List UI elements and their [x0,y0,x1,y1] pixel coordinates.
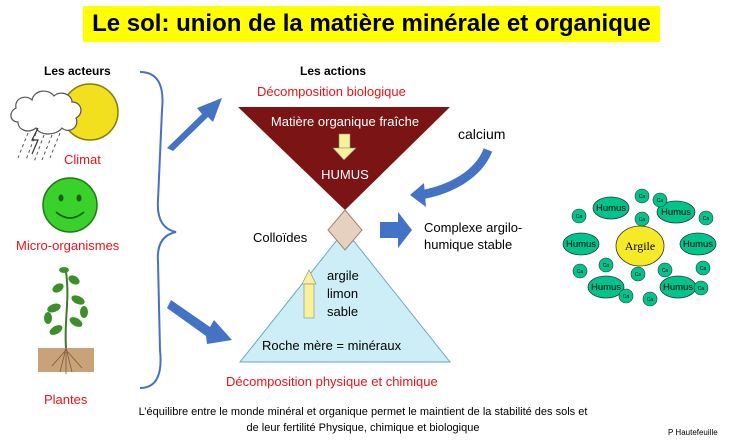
bedrock-label: Roche mère = minéraux [262,338,402,353]
humus-cell-label: Humus [683,239,713,250]
caption-line-2: de leur fertilité Physique, chimique et … [246,422,480,434]
ca-ion-label: Ca [623,294,630,300]
calcium-label: calcium [458,126,506,142]
ca-ion-label: Ca [657,198,664,204]
mineral-matter-triangle [238,229,452,363]
micro-organisms-label: Micro-organismes [16,238,120,253]
caption-line-1: L’équilibre entre le monde minéral et or… [138,406,588,418]
author-credit: P Hautefeuille [668,428,718,437]
humus-label: HUMUS [321,167,369,182]
ca-ion-label: Ca [576,214,583,220]
complex-label-line2: humique stable [424,237,513,252]
humus-down-arrow [332,133,357,161]
actors-header: Les acteurs [44,64,111,78]
sand-label: sable [327,304,359,319]
humus-cell-label: Humus [661,207,691,218]
humus-cell-label: Humus [663,282,693,293]
colloid-diamond [327,209,363,251]
climate-icon [10,83,119,163]
humus-cell-label: Humus [591,282,621,293]
complex-arrow [380,212,412,248]
humus-clay-complex-diagram: Humus Humus Humus Humus Humus Humus Argi… [562,188,717,307]
ca-ion-label: Ca [577,269,584,275]
ca-ion-label: Ca [639,217,646,223]
ca-ion-label: Ca [700,266,707,272]
ca-ion-label: Ca [662,268,669,274]
ca-ion-label: Ca [703,216,710,222]
upper-action-arrow [167,98,222,151]
fresh-organic-matter-label: Matière organique fraîche [270,114,420,129]
plant-icon [38,267,94,374]
ca-ion-label: Ca [639,194,646,200]
actions-header: Les actions [300,64,367,78]
microorganism-smiley-icon [42,177,98,233]
silt-label: limon [327,286,359,301]
plants-label: Plantes [44,392,88,407]
ca-ion-label: Ca [635,272,642,278]
phys-decomposition-label: Décomposition physique et chimique [226,374,438,389]
climate-label: Climat [64,152,101,167]
mineral-up-arrow [301,269,317,319]
bio-decomposition-label: Décomposition biologique [257,84,406,99]
humus-cell-label: Humus [566,239,596,250]
ca-ion-label: Ca [647,297,654,303]
title-banner: Le sol: union de la matière minérale et … [83,6,660,42]
argile-cell-label: Argile [625,239,655,253]
curly-brace [139,71,177,389]
page-title: Le sol: union de la matière minérale et … [92,10,651,37]
clay-label: argile [327,268,359,283]
ca-ion-label: Ca [698,286,705,292]
complex-label-line1: Complexe argilo- [424,220,523,235]
calcium-arrow [410,148,493,207]
colloids-label: Colloïdes [253,230,308,245]
ca-ion-label: Ca [603,263,610,269]
humus-cell-label: Humus [596,203,626,214]
lower-action-arrow [167,300,232,344]
